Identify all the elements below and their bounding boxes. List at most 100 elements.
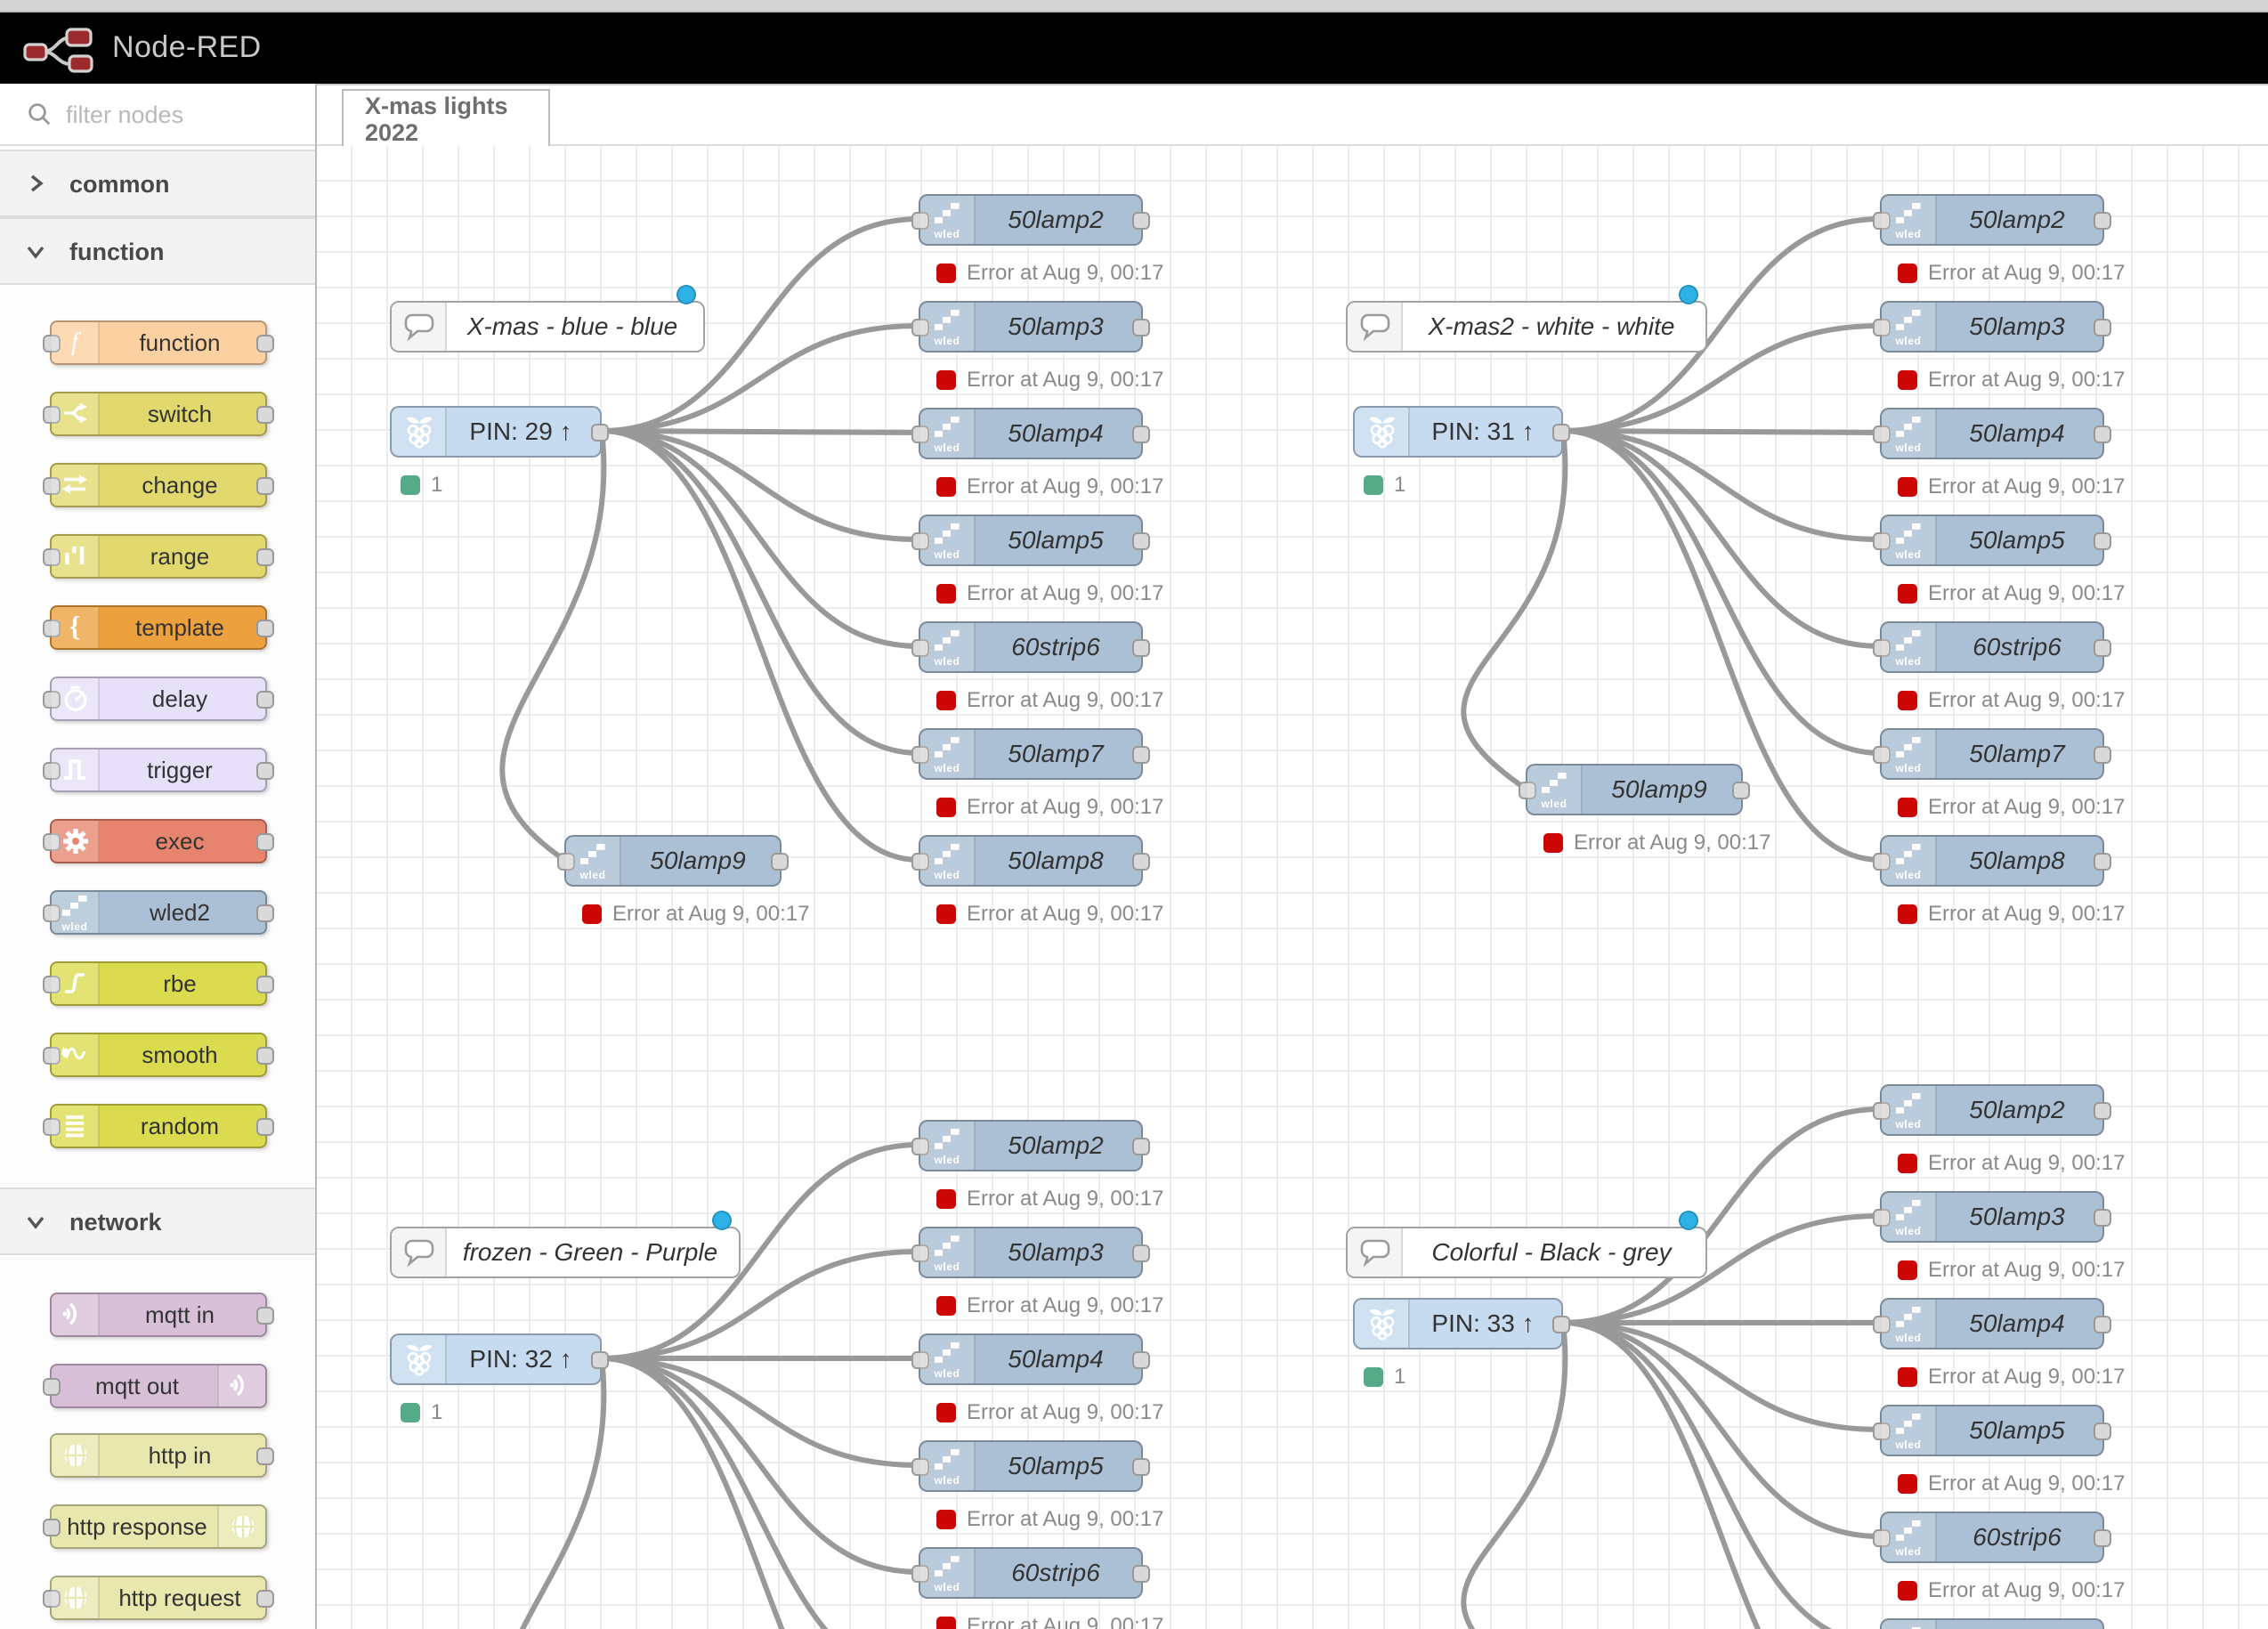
input-port[interactable]: [911, 531, 929, 549]
output-port[interactable]: [1132, 638, 1150, 656]
palette-node-change[interactable]: change: [43, 462, 274, 507]
output-port[interactable]: [256, 975, 274, 993]
input-port[interactable]: [43, 476, 61, 494]
output-port[interactable]: [1132, 1244, 1150, 1261]
palette-node-range[interactable]: range: [43, 533, 274, 578]
output-port[interactable]: [1132, 425, 1150, 442]
output-port[interactable]: [2094, 1422, 2111, 1439]
input-port[interactable]: [43, 904, 61, 921]
input-port[interactable]: [911, 1244, 929, 1261]
output-port[interactable]: [256, 1589, 274, 1607]
output-port[interactable]: [256, 476, 274, 494]
rpi-gpio-node[interactable]: PIN: 29 ↑: [390, 405, 609, 457]
palette-node-http-request[interactable]: http request: [43, 1575, 274, 1619]
input-port[interactable]: [1873, 745, 1891, 763]
input-port[interactable]: [1873, 1315, 1891, 1333]
input-port[interactable]: [1873, 1422, 1891, 1439]
input-port[interactable]: [911, 745, 929, 763]
output-port[interactable]: [1132, 1137, 1150, 1155]
input-port[interactable]: [43, 832, 61, 850]
output-port[interactable]: [2094, 1315, 2111, 1333]
input-port[interactable]: [43, 405, 61, 423]
output-port[interactable]: [256, 619, 274, 636]
output-port[interactable]: [591, 423, 609, 441]
input-port[interactable]: [1873, 531, 1891, 549]
palette-node-switch[interactable]: switch: [43, 391, 274, 435]
output-port[interactable]: [2094, 745, 2111, 763]
palette-category-common[interactable]: common: [0, 150, 315, 217]
input-port[interactable]: [1873, 1101, 1891, 1119]
palette-node-http-response[interactable]: http response: [43, 1503, 267, 1548]
output-port[interactable]: [2094, 852, 2111, 870]
output-port[interactable]: [771, 852, 789, 870]
comment-node[interactable]: X-mas - blue - blue: [390, 300, 705, 352]
output-port[interactable]: [256, 1046, 274, 1064]
output-port[interactable]: [256, 1117, 274, 1135]
input-port[interactable]: [1873, 211, 1891, 229]
output-port[interactable]: [2094, 425, 2111, 442]
input-port[interactable]: [557, 852, 575, 870]
input-port[interactable]: [911, 1457, 929, 1475]
palette-node-exec[interactable]: exec: [43, 818, 274, 863]
output-port[interactable]: [1132, 1457, 1150, 1475]
rpi-gpio-node[interactable]: PIN: 32 ↑: [390, 1333, 609, 1384]
rpi-gpio-node[interactable]: PIN: 31 ↑: [1353, 405, 1570, 457]
input-port[interactable]: [1519, 781, 1536, 798]
output-port[interactable]: [256, 1447, 274, 1464]
input-port[interactable]: [43, 690, 61, 708]
palette-category-network[interactable]: network: [0, 1187, 315, 1255]
input-port[interactable]: [1873, 1528, 1891, 1546]
input-port[interactable]: [43, 1046, 61, 1064]
input-port[interactable]: [1873, 852, 1891, 870]
output-port[interactable]: [1132, 211, 1150, 229]
output-port[interactable]: [1132, 1564, 1150, 1582]
comment-node[interactable]: frozen - Green - Purple: [390, 1226, 741, 1277]
input-port[interactable]: [1873, 318, 1891, 336]
palette-node-mqtt-out[interactable]: mqtt out: [43, 1363, 267, 1407]
output-port[interactable]: [1552, 1315, 1570, 1333]
output-port[interactable]: [256, 334, 274, 352]
output-port[interactable]: [591, 1350, 609, 1368]
input-port[interactable]: [43, 1589, 61, 1607]
input-port[interactable]: [43, 619, 61, 636]
input-port[interactable]: [1873, 1208, 1891, 1226]
comment-node[interactable]: X-mas2 - white - white: [1346, 300, 1707, 352]
output-port[interactable]: [256, 405, 274, 423]
output-port[interactable]: [2094, 638, 2111, 656]
rpi-gpio-node[interactable]: PIN: 33 ↑: [1353, 1297, 1570, 1349]
tab-xmas-lights-2022[interactable]: X-mas lights 2022: [342, 89, 550, 148]
output-port[interactable]: [256, 1306, 274, 1324]
input-port[interactable]: [1873, 425, 1891, 442]
input-port[interactable]: [911, 1137, 929, 1155]
input-port[interactable]: [911, 318, 929, 336]
output-port[interactable]: [1132, 745, 1150, 763]
output-port[interactable]: [1132, 531, 1150, 549]
output-port[interactable]: [2094, 1208, 2111, 1226]
output-port[interactable]: [256, 832, 274, 850]
input-port[interactable]: [911, 638, 929, 656]
output-port[interactable]: [256, 547, 274, 565]
output-port[interactable]: [1132, 1350, 1150, 1368]
output-port[interactable]: [2094, 211, 2111, 229]
input-port[interactable]: [1873, 638, 1891, 656]
input-port[interactable]: [43, 975, 61, 993]
